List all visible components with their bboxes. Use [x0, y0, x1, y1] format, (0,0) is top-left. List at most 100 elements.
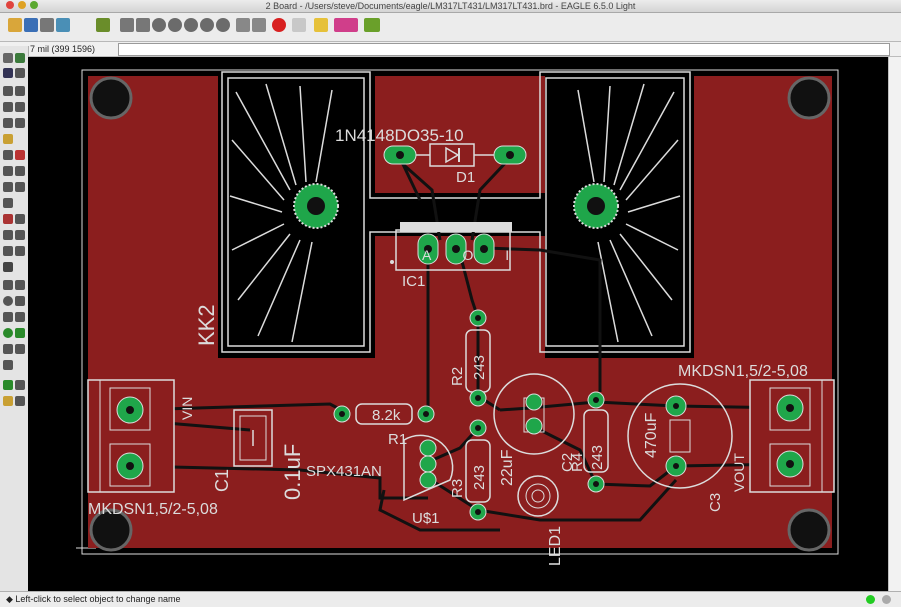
save-icon[interactable] [24, 18, 38, 32]
smash-icon[interactable] [3, 182, 13, 192]
copy-icon[interactable] [15, 86, 25, 96]
label-led1: LED1 [547, 526, 564, 566]
connector-vin[interactable] [87, 379, 175, 493]
help-icon[interactable] [314, 18, 328, 32]
display-icon[interactable] [3, 68, 13, 78]
zoom-fit-icon[interactable] [152, 18, 166, 32]
design-link-icon[interactable] [334, 18, 358, 32]
label-kk2: KK2 [194, 304, 219, 346]
script-icon[interactable] [120, 18, 134, 32]
minimize-window-icon[interactable] [18, 1, 26, 9]
via-icon[interactable] [3, 328, 13, 338]
go-icon[interactable] [292, 18, 306, 32]
label-r2: R2 [449, 367, 466, 386]
circle-icon[interactable] [3, 296, 13, 306]
zoom-window-icon[interactable] [30, 1, 38, 9]
command-bar: 7 mil (399 1596) [0, 42, 901, 57]
mark-icon[interactable] [15, 68, 25, 78]
heatsink-outline [221, 71, 691, 353]
errors-icon[interactable] [3, 396, 13, 406]
resistor-r2[interactable] [465, 309, 491, 407]
zoom-in-icon[interactable] [168, 18, 182, 32]
change-icon[interactable] [15, 118, 25, 128]
mirror-icon[interactable] [3, 102, 13, 112]
label-vin: VIN [179, 397, 195, 420]
label-r1: R1 [388, 431, 407, 448]
label-diode-package: 1N4148DO35-10 [335, 126, 464, 145]
lock-icon[interactable] [3, 198, 13, 208]
capacitor-c1[interactable] [233, 409, 273, 467]
ic1[interactable] [390, 222, 512, 271]
delete-icon[interactable] [3, 150, 13, 160]
pcb-quote-icon[interactable] [364, 18, 380, 32]
led1[interactable] [517, 475, 559, 517]
cam-icon[interactable] [56, 18, 70, 32]
signal-icon[interactable] [15, 246, 25, 256]
label-u1: U$1 [412, 510, 440, 527]
heatsink-fins-left [229, 83, 333, 343]
window-controls[interactable] [6, 1, 38, 9]
attribute-icon[interactable] [15, 344, 25, 354]
split-icon[interactable] [15, 182, 25, 192]
main-toolbar [0, 13, 901, 42]
miter-icon[interactable] [15, 230, 25, 240]
name-icon[interactable] [3, 166, 13, 176]
command-input[interactable] [118, 43, 890, 56]
redraw-icon[interactable] [216, 18, 230, 32]
group-icon[interactable] [3, 118, 13, 128]
zoom-select-icon[interactable] [200, 18, 214, 32]
connector-vout[interactable] [749, 379, 835, 493]
wire-icon[interactable] [15, 328, 25, 338]
vertical-scrollbar[interactable] [888, 57, 901, 591]
line-icon[interactable] [3, 280, 13, 290]
stop-icon[interactable] [272, 18, 286, 32]
rect-icon[interactable] [3, 312, 13, 322]
optimize-icon[interactable] [3, 214, 13, 224]
diode-d1[interactable] [383, 143, 527, 167]
capacitor-c3[interactable] [627, 383, 733, 489]
label-r3-value: 243 [471, 465, 488, 490]
show-icon[interactable] [15, 53, 25, 63]
redo-icon[interactable] [252, 18, 266, 32]
paste-icon[interactable] [3, 134, 13, 144]
value-icon[interactable] [15, 166, 25, 176]
label-c1-value: 0.1uF [280, 444, 305, 500]
autorouter-icon[interactable] [3, 262, 13, 272]
resistor-r1[interactable] [333, 403, 435, 425]
move-icon[interactable] [3, 86, 13, 96]
open-icon[interactable] [8, 18, 22, 32]
text-icon[interactable] [15, 280, 25, 290]
copper-pour [88, 76, 832, 548]
hole-icon[interactable] [3, 344, 13, 354]
label-r1-value: 8.2k [372, 407, 401, 424]
ripup-icon[interactable] [3, 246, 13, 256]
stop-command-icon[interactable] [882, 595, 891, 604]
drc-icon[interactable] [15, 380, 25, 390]
window-title: 2 Board - /Users/steve/Documents/eagle/L… [265, 1, 636, 11]
print-icon[interactable] [40, 18, 54, 32]
resistor-r4[interactable] [583, 391, 609, 493]
arc-icon[interactable] [15, 296, 25, 306]
run-ulp-icon[interactable] [136, 18, 150, 32]
add-icon[interactable] [15, 150, 25, 160]
zoom-out-icon[interactable] [184, 18, 198, 32]
ratsnest-icon[interactable] [3, 380, 13, 390]
u1[interactable] [403, 434, 454, 502]
info-icon[interactable] [3, 53, 13, 63]
label-r2-value: 243 [471, 355, 488, 380]
label-c3-value: 470uF [643, 412, 660, 458]
capacitor-c2[interactable] [493, 373, 575, 455]
resistor-r3[interactable] [465, 419, 491, 521]
route-icon[interactable] [3, 230, 13, 240]
schematic-icon[interactable] [96, 18, 110, 32]
title-bar: 2 Board - /Users/steve/Documents/eagle/L… [0, 0, 901, 13]
undo-icon[interactable] [236, 18, 250, 32]
dimension-icon[interactable] [3, 360, 13, 370]
rotate-icon[interactable] [15, 102, 25, 112]
board-canvas[interactable]: 1N4148DO35-10 D1 IC1 A O I KK2 8.2k R1 C… [28, 57, 888, 591]
close-window-icon[interactable] [6, 1, 14, 9]
pcb-layout[interactable]: 1N4148DO35-10 D1 IC1 A O I KK2 8.2k R1 C… [28, 57, 888, 591]
polygon-icon[interactable] [15, 312, 25, 322]
meander-icon[interactable] [15, 214, 25, 224]
erc-icon[interactable] [15, 396, 25, 406]
